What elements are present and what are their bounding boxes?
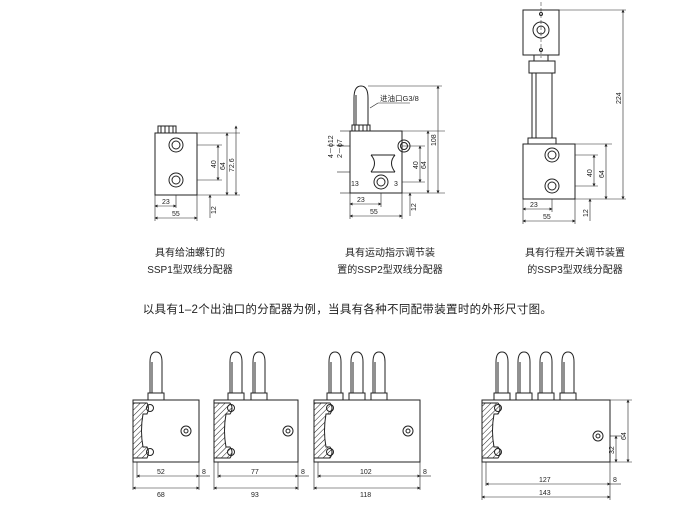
b2-dim-side: 8: [301, 469, 305, 476]
main-caption: 以具有1‒2个出油口的分配器为例，当具有各种不同配带装置时的外形尺寸图。: [142, 304, 553, 316]
b2-dim-inner: 77: [251, 469, 259, 476]
ssp1-body: [154, 132, 198, 196]
ssp1-port-lower: [168, 172, 184, 188]
ssp2-drawing: [337, 85, 445, 219]
b3-dim-side: 8: [423, 469, 427, 476]
b4-dim-outer: 143: [539, 490, 551, 497]
ssp3-port-upper: [544, 147, 560, 163]
ssp2-dim-d7: 2－ϕ7: [337, 139, 344, 158]
b4-dim-64: 64: [621, 432, 628, 440]
b1-dim-side: 8: [202, 469, 206, 476]
ssp3-dim-40: 40: [587, 169, 594, 177]
ssp3-stem: [531, 72, 553, 139]
bottom-view-3: [313, 351, 431, 490]
ssp3-caption-line1: 具有行程开关调节装置: [525, 248, 625, 259]
ssp1-dim-23: 23: [162, 199, 170, 206]
ssp2-body: [349, 130, 403, 194]
b4-dim-32: 32: [609, 446, 616, 454]
ssp1-dim-64: 64: [220, 162, 227, 170]
ssp1-port-upper: [168, 137, 184, 153]
ssp2-dim-40: 40: [413, 161, 420, 169]
b3-dim-inner: 102: [360, 469, 372, 476]
ssp2-caption: 具有运动指示调节装 置的SSP2型双线分配器: [320, 245, 460, 279]
b1-dim-inner: 52: [157, 469, 165, 476]
ssp2-indicator-cap: [353, 85, 369, 126]
ssp1-caption-line1: 具有给油螺钉的: [155, 248, 225, 259]
ssp2-caption-line2: 置的SSP2型双线分配器: [337, 265, 443, 276]
ssp2-dim-23: 23: [357, 197, 365, 204]
ssp1-caption-line2: SSP1型双线分配器: [147, 265, 233, 276]
ssp3-port-lower: [544, 178, 560, 194]
bottom-view-1: [132, 351, 210, 490]
ssp3-dim-23: 23: [530, 202, 538, 209]
b3-dim-outer: 118: [360, 492, 371, 499]
b1-dim-outer: 68: [157, 492, 165, 499]
ssp3-caption: 具有行程开关调节装置 的SSP3型双线分配器: [505, 245, 645, 279]
b2-dim-outer: 93: [251, 492, 259, 499]
bottom-view-4: [481, 351, 632, 500]
ssp1-caption: 具有给油螺钉的 SSP1型双线分配器: [135, 245, 245, 279]
ssp2-dim-55: 55: [370, 209, 378, 216]
ssp2-caption-line1: 具有运动指示调节装: [345, 248, 435, 259]
ssp3-dim-224: 224: [616, 92, 623, 104]
ssp2-port-lower: [373, 174, 389, 190]
ssp2-dim-12: 12: [411, 203, 418, 211]
ssp3-dim-64: 64: [599, 170, 606, 178]
b4-dim-inner: 127: [539, 477, 551, 484]
ssp2-inlet-label: 进油口G3/8: [380, 93, 419, 103]
ssp3-body: [522, 143, 576, 200]
b4-dim-side: 8: [613, 477, 617, 484]
ssp1-dim-40: 40: [211, 160, 218, 168]
ssp2-dim-108: 108: [431, 134, 438, 146]
ssp1-drawing: [154, 125, 240, 221]
ssp2-dim-3: 3: [394, 181, 398, 188]
ssp1-dim-12: 12: [211, 206, 218, 214]
bottom-view-2: [213, 351, 309, 490]
ssp2-dim-64: 64: [421, 161, 428, 169]
ssp3-dim-12: 12: [583, 209, 590, 217]
ssp2-dim-d12: 4－ϕ12: [328, 135, 335, 158]
ssp3-caption-line2: 的SSP3型双线分配器: [527, 265, 623, 276]
ssp1-grease-screw: [157, 125, 177, 134]
ssp3-drawing: [522, 2, 626, 224]
ssp3-dim-55: 55: [543, 214, 551, 221]
ssp2-dim-13: 13: [351, 181, 359, 188]
ssp1-dim-72: 72.6: [229, 158, 236, 172]
ssp1-dim-55: 55: [172, 211, 180, 218]
